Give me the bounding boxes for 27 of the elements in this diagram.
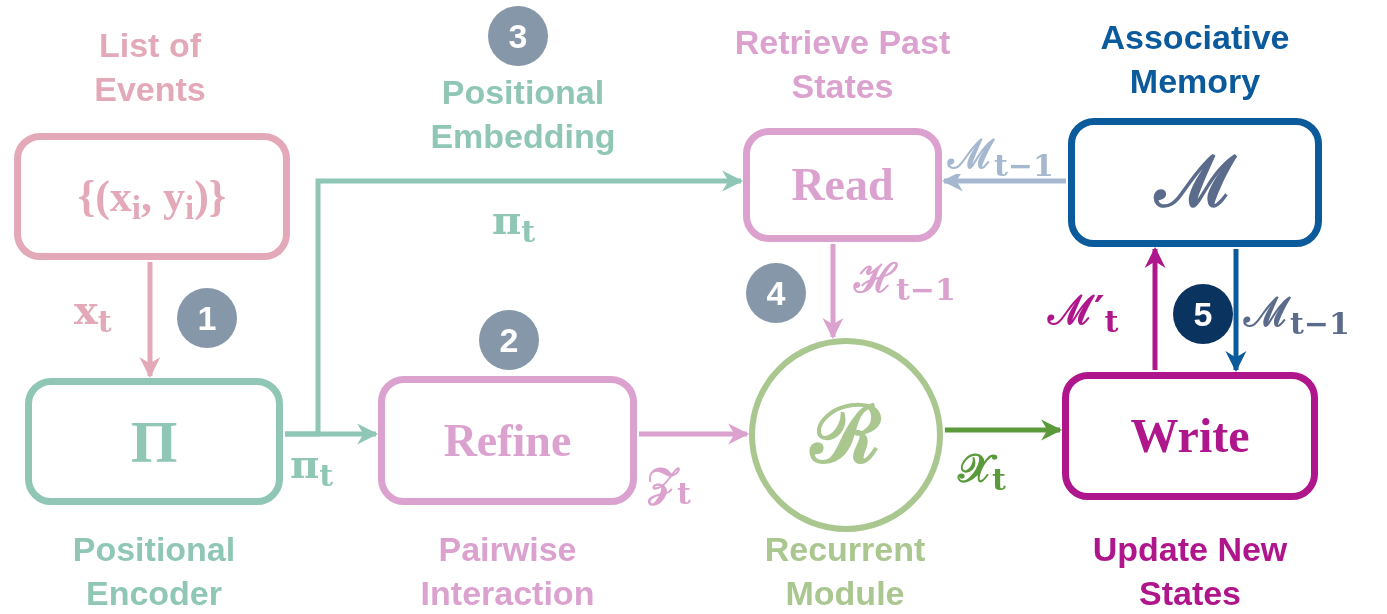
node-label: Π [130,411,178,472]
node-label: ℳ [1154,147,1236,218]
arrow [139,262,161,379]
arrow [639,423,750,445]
arrow [1144,246,1166,370]
node-label: {(x$_{i}$, y$_{i}$)} [77,174,227,219]
step-number: 3 [508,19,528,53]
node-label: Refine [443,417,572,464]
arrow [944,419,1063,441]
node-label: Pairwise Interaction [419,529,596,614]
step-number: 2 [499,323,519,357]
node-label: Positional Encoder [71,529,237,614]
node-label: Associative Memory [1099,17,1291,102]
arrow [1225,249,1247,373]
node-label: Write [1130,412,1250,460]
node-label: Retrieve Past States [733,22,952,107]
step-number: 4 [766,276,786,310]
step-number: 5 [1193,297,1213,331]
node-label: Recurrent Module [763,529,927,614]
step-number: 1 [197,301,217,335]
arrow [285,170,744,437]
node-label: Update New States [1091,529,1289,614]
arrow [822,244,844,339]
section-heading: Positional Embedding [429,72,617,157]
node-label: List of Events [93,25,207,110]
node-label: ℛ [811,395,881,475]
node-label: Read [791,162,894,208]
